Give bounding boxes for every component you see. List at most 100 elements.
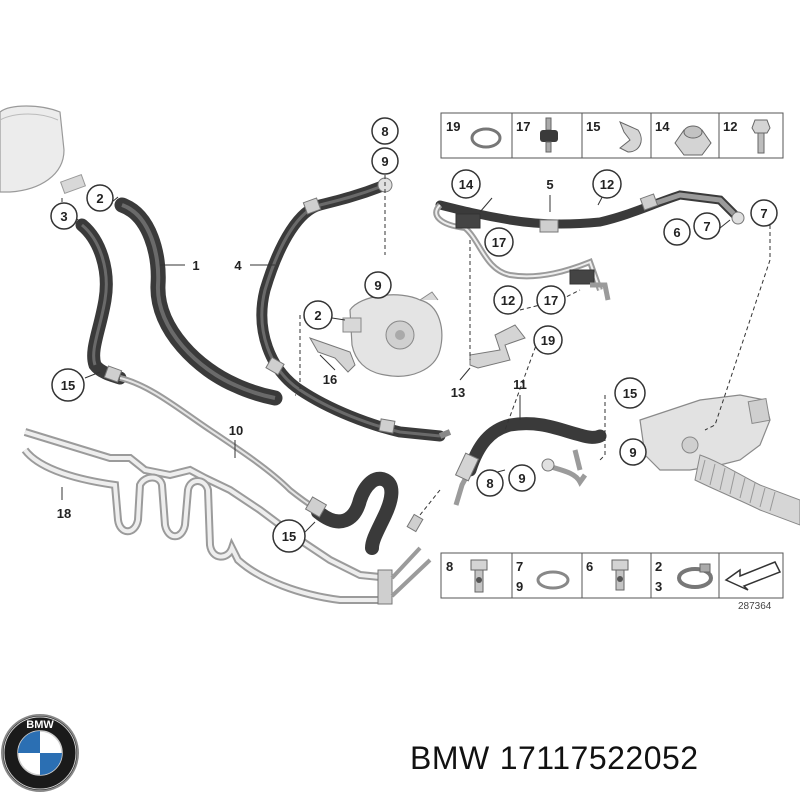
hose-11-illustration [453, 417, 607, 506]
svg-text:15: 15 [282, 529, 296, 544]
svg-text:19: 19 [541, 333, 555, 348]
pump-illustration [342, 291, 443, 377]
svg-text:9: 9 [518, 471, 525, 486]
steering-rack-illustration [639, 394, 800, 526]
arrow-plate-icon [724, 561, 782, 591]
band-clamp-icon [677, 563, 713, 589]
label-10: 10 [229, 423, 243, 438]
line-5-illustration [433, 190, 745, 301]
svg-text:7: 7 [760, 206, 767, 221]
svg-text:12: 12 [723, 119, 737, 134]
callout-3: 3 [50, 202, 78, 230]
svg-text:15: 15 [61, 378, 75, 393]
svg-text:14: 14 [655, 119, 670, 134]
legend-cell-19: 19 [446, 119, 502, 149]
svg-text:9: 9 [629, 445, 636, 460]
bmw-logo: BMW [1, 714, 79, 792]
svg-text:14: 14 [459, 177, 474, 192]
bracket-16-illustration [308, 337, 356, 373]
bolt-icon [751, 119, 771, 154]
callout-9-pump: 9 [364, 271, 392, 299]
callout-2-pump: 2 [303, 300, 333, 330]
label-4: 4 [234, 258, 242, 273]
label-5: 5 [546, 177, 553, 192]
reservoir-illustration [0, 105, 87, 195]
callout-12-mid: 12 [493, 285, 523, 315]
legend-cell-14: 14 [655, 119, 712, 156]
banjo-bolt-small-icon [611, 559, 629, 591]
rubber-mount-icon [540, 117, 558, 153]
label-18: 18 [57, 506, 71, 521]
svg-text:17: 17 [492, 235, 506, 250]
part-number: 17117522052 [499, 740, 699, 776]
legend-cell-8: 8 [446, 559, 488, 593]
callouts: 2 3 15 8 9 9 2 14 12 17 6 7 7 12 17 19 1… [50, 117, 778, 553]
svg-text:8: 8 [381, 124, 388, 139]
hose-clamp-icon [619, 121, 642, 153]
callout-9-top: 9 [371, 147, 399, 175]
hose-1-illustration [114, 197, 283, 406]
hose-3-illustration [75, 218, 127, 385]
svg-text:2: 2 [655, 559, 662, 574]
callout-12-top: 12 [592, 169, 622, 199]
svg-text:12: 12 [600, 177, 614, 192]
callout-15-right: 15 [614, 377, 646, 409]
svg-text:8: 8 [446, 559, 453, 574]
banjo-bolt-icon [470, 559, 488, 593]
label-16: 16 [323, 372, 337, 387]
legend-cell-6: 6 [586, 559, 629, 591]
svg-text:6: 6 [673, 225, 680, 240]
svg-text:7: 7 [516, 559, 523, 574]
svg-text:2: 2 [96, 191, 103, 206]
svg-text:2: 2 [314, 308, 321, 323]
svg-text:9: 9 [516, 579, 523, 594]
reference-number: 287364 [738, 601, 772, 612]
hex-nut-icon [674, 125, 712, 156]
svg-text:BMW: BMW [26, 719, 54, 731]
legend-cell-arrow [724, 561, 782, 591]
legend-cell-12: 12 [723, 119, 771, 154]
bracket-13-illustration [469, 324, 526, 369]
callout-7-right: 7 [750, 199, 778, 227]
label-13: 13 [451, 385, 465, 400]
svg-text:15: 15 [623, 386, 637, 401]
svg-text:3: 3 [60, 209, 67, 224]
svg-text:12: 12 [501, 293, 515, 308]
callout-17-mid: 17 [536, 285, 566, 315]
callout-15-left: 15 [51, 368, 85, 402]
label-11: 11 [513, 377, 527, 392]
leader-lines [61, 175, 771, 516]
callout-15-bottom: 15 [272, 519, 306, 553]
sealing-ring-icon [536, 570, 570, 590]
legend-cell-17: 17 [516, 117, 558, 153]
svg-text:8: 8 [486, 476, 493, 491]
svg-text:6: 6 [586, 559, 593, 574]
svg-text:15: 15 [586, 119, 600, 134]
callout-9-bottom: 9 [508, 464, 536, 492]
svg-text:9: 9 [374, 278, 381, 293]
svg-text:17: 17 [516, 119, 530, 134]
svg-text:9: 9 [381, 154, 388, 169]
callout-14: 14 [451, 169, 481, 199]
top-legend: 19 17 15 14 12 [440, 112, 784, 159]
brand-name: BMW [410, 740, 490, 776]
callout-6: 6 [663, 218, 691, 246]
svg-text:19: 19 [446, 119, 460, 134]
label-1: 1 [192, 258, 199, 273]
legend-cell-15: 15 [586, 119, 642, 153]
cooler-18-illustration [21, 428, 432, 605]
callout-8-top: 8 [371, 117, 399, 145]
line-10-illustration [103, 365, 399, 555]
legend-cell-2-3: 2 3 [655, 559, 713, 594]
callout-2-reservoir: 2 [86, 184, 114, 212]
legend-cell-7-9: 7 9 [516, 559, 570, 594]
o-ring-icon [470, 127, 502, 149]
svg-text:3: 3 [655, 579, 662, 594]
callout-19: 19 [533, 325, 563, 355]
callout-17-top: 17 [484, 227, 514, 257]
callout-7-left: 7 [693, 212, 721, 240]
callout-8-bottom: 8 [476, 469, 504, 497]
svg-text:17: 17 [544, 293, 558, 308]
